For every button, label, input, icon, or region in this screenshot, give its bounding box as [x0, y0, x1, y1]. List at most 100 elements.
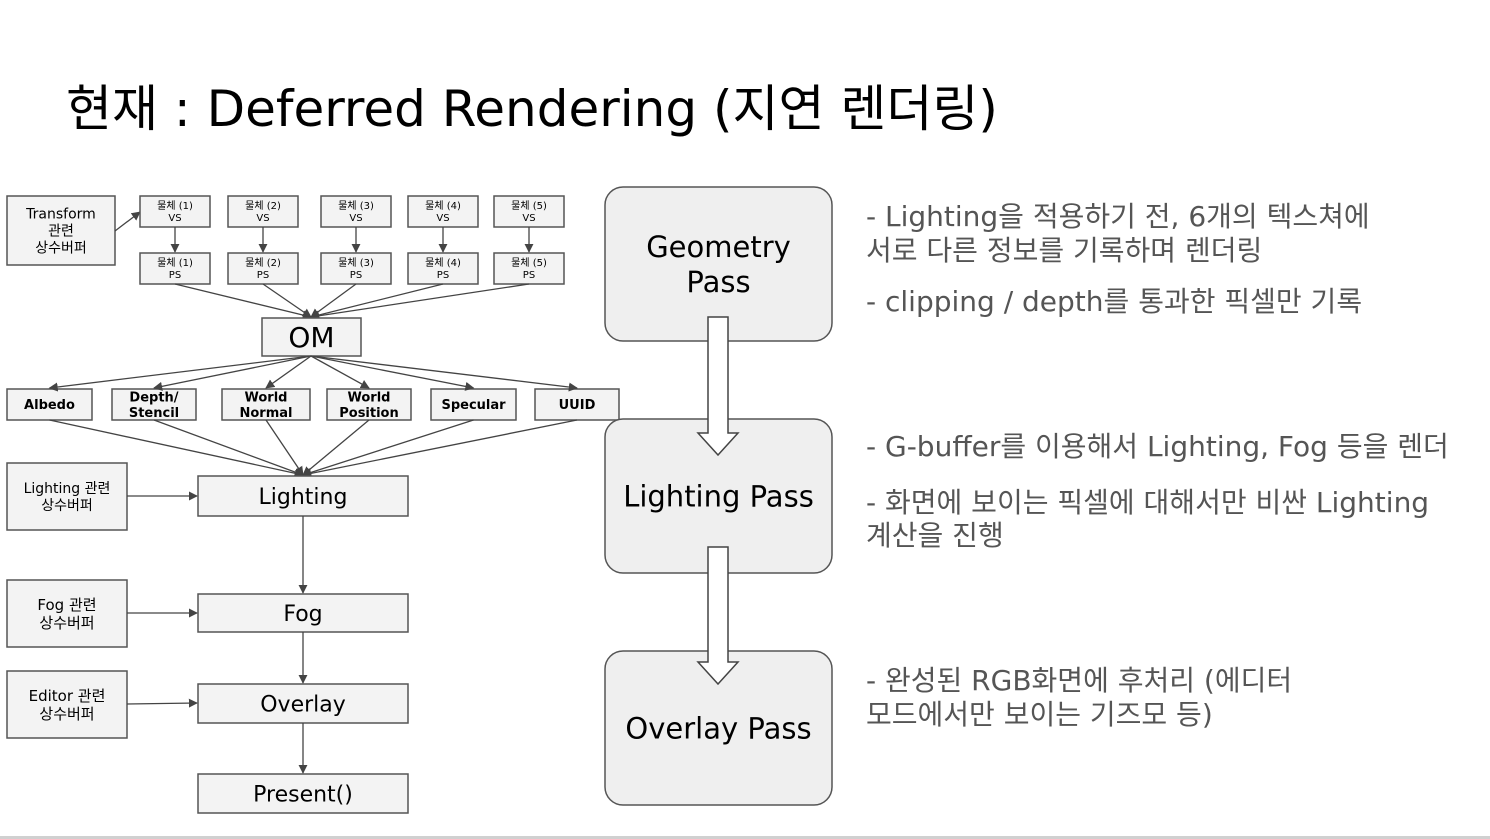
ps-to-om-arrow-3 [310, 283, 357, 318]
gbuffer-to-lighting-arrow-5 [302, 419, 474, 477]
object-4-vs-box: 물체 (4)VS [407, 195, 479, 228]
object-2-vs-box-label-0: 물체 (2) [245, 200, 281, 212]
om-to-gbuffer-arrow-3 [265, 355, 312, 389]
pass-geometry-pass-box-label-0: Geometry [646, 230, 791, 264]
transform-to-vs-arrow [114, 211, 141, 232]
object-3-ps-box-label-1: PS [350, 270, 362, 281]
lighting-to-overlay-pass-arrow [696, 546, 740, 686]
object-1-vs-box-label-0: 물체 (1) [157, 200, 193, 212]
gbuffer-albedo-box: Albedo [6, 388, 93, 421]
gbuffer-specular-box: Specular [430, 388, 517, 421]
slide-title: 현재 : Deferred Rendering (지연 렌더링) [66, 80, 998, 138]
transform-cbuffer-box-label-2: 상수버퍼 [35, 240, 87, 256]
ps-to-om-arrow-5 [310, 283, 530, 321]
object-3-vs-box: 물체 (3)VS [320, 195, 392, 228]
object-5-vs-box-label-1: VS [522, 213, 535, 224]
lighting-cbuffer-box-label-1: 상수버퍼 [41, 498, 93, 514]
editor-cbuffer-arrow [126, 698, 198, 708]
object-1-vs-box-label-1: VS [168, 213, 181, 224]
object-1-ps-box-label-0: 물체 (1) [157, 257, 193, 269]
lighting-box: Lighting [197, 475, 409, 517]
gbuffer-depth-stencil-box-label-0: Depth/ [129, 390, 178, 405]
lighting-cbuffer-box-label-0: Lighting 관련 [24, 481, 111, 497]
om-box: OM [261, 317, 362, 357]
object-3-ps-box-label-0: 물체 (3) [338, 257, 374, 269]
editor-cbuffer-box-label-1: 상수버퍼 [39, 705, 94, 723]
object-4-vs-box-label-1: VS [436, 213, 449, 224]
om-box-label-0: OM [288, 321, 334, 354]
om-to-gbuffer-arrow-4 [310, 355, 370, 389]
om-to-gbuffer-arrow-6 [310, 355, 578, 392]
gbuffer-depth-stencil-box-label-1: Stencil [129, 406, 179, 421]
object-3-vs-box-label-1: VS [349, 213, 362, 224]
note-geometry-2: - clipping / depth를 통과한 픽셀만 기록 [866, 285, 1363, 319]
gbuffer-uuid-box: UUID [534, 388, 620, 421]
fog-box-label-0: Fog [283, 602, 322, 627]
lighting-box-label-0: Lighting [259, 485, 348, 510]
om-to-gbuffer-arrow-2 [153, 355, 312, 391]
note-lighting-2: - 화면에 보이는 픽셀에 대해서만 비싼 Lighting 계산을 진행 [866, 485, 1430, 553]
note-overlay-1: - 완성된 RGB화면에 후처리 (에디터 모드에서만 보이는 기즈모 등) [866, 664, 1293, 731]
object-5-vs-box-label-0: 물체 (5) [511, 200, 547, 212]
gbuffer-world-position-box-label-1: Position [339, 406, 399, 421]
fog-cbuffer-box-label-0: Fog 관련 [37, 596, 96, 614]
gbuffer-to-lighting-arrow-4 [302, 419, 370, 476]
object-1-ps-box: 물체 (1)PS [139, 252, 211, 285]
present-box: Present() [197, 773, 409, 814]
note-lighting-1: - G-buffer를 이용해서 Lighting, Fog 등을 렌더 [866, 430, 1449, 463]
gbuffer-to-lighting-arrow-3 [265, 419, 304, 476]
object-2-vs-box-label-1: VS [256, 213, 269, 224]
pass-geometry-pass-box-label-1: Pass [686, 265, 750, 299]
ps-to-om-arrow-4 [310, 283, 444, 320]
object-2-vs-box: 물체 (2)VS [227, 195, 299, 228]
transform-cbuffer-box-label-0: Transform [25, 207, 96, 223]
gbuffer-to-lighting-arrow-1 [49, 419, 304, 478]
object-5-ps-box-label-0: 물체 (5) [511, 257, 547, 269]
object-4-vs-box-label-0: 물체 (4) [425, 200, 461, 212]
ps-to-om-arrow-1 [174, 283, 312, 320]
object-2-ps-box: 물체 (2)PS [227, 252, 299, 285]
gbuffer-albedo-box-label-0: Albedo [24, 398, 75, 413]
object-3-vs-box-label-0: 물체 (3) [338, 200, 374, 212]
object-4-ps-box: 물체 (4)PS [407, 252, 479, 285]
pass-lighting-pass-box-label-0: Lighting Pass [623, 479, 814, 513]
overlay-notes: - 완성된 RGB화면에 후처리 (에디터 모드에서만 보이는 기즈모 등) [866, 664, 1292, 731]
gbuffer-specular-box-label-0: Specular [441, 398, 506, 413]
object-5-ps-box: 물체 (5)PS [493, 252, 565, 285]
present-box-label-0: Present() [253, 782, 353, 807]
object-1-vs-box: 물체 (1)VS [139, 195, 211, 228]
gbuffer-depth-stencil-box: Depth/Stencil [111, 388, 197, 421]
pass-overlay-pass-box-label-0: Overlay Pass [625, 711, 811, 745]
overlay-box-label-0: Overlay [260, 692, 346, 717]
ps-to-om-arrow-2 [262, 283, 312, 318]
transform-cbuffer-box-label-1: 관련 [48, 224, 74, 240]
gbuffer-uuid-box-label-0: UUID [559, 398, 596, 413]
lighting-notes: - G-buffer를 이용해서 Lighting, Fog 등을 렌더 - 화… [866, 430, 1449, 553]
object-5-vs-box: 물체 (5)VS [493, 195, 565, 228]
editor-cbuffer-box-label-0: Editor 관련 [29, 687, 106, 705]
om-to-gbuffer-arrow-5 [310, 355, 475, 391]
gbuffer-world-position-box-label-0: World [348, 390, 391, 405]
object-1-ps-box-label-1: PS [169, 270, 181, 281]
object-4-ps-box-label-0: 물체 (4) [425, 257, 461, 269]
geometry-to-lighting-pass-arrow [696, 316, 740, 457]
overlay-box: Overlay [197, 683, 409, 724]
gbuffer-world-normal-box-label-1: Normal [240, 406, 293, 421]
om-to-gbuffer-arrow-1 [48, 355, 312, 392]
fog-box: Fog [197, 593, 409, 633]
gbuffer-world-normal-box-label-0: World [245, 390, 288, 405]
object-2-ps-box-label-1: PS [257, 270, 269, 281]
object-4-ps-box-label-1: PS [437, 270, 449, 281]
geometry-notes: - Lighting을 적용하기 전, 6개의 텍스쳐에 서로 다른 정보를 기… [866, 200, 1370, 319]
fog-cbuffer-box-label-1: 상수버퍼 [39, 614, 94, 632]
